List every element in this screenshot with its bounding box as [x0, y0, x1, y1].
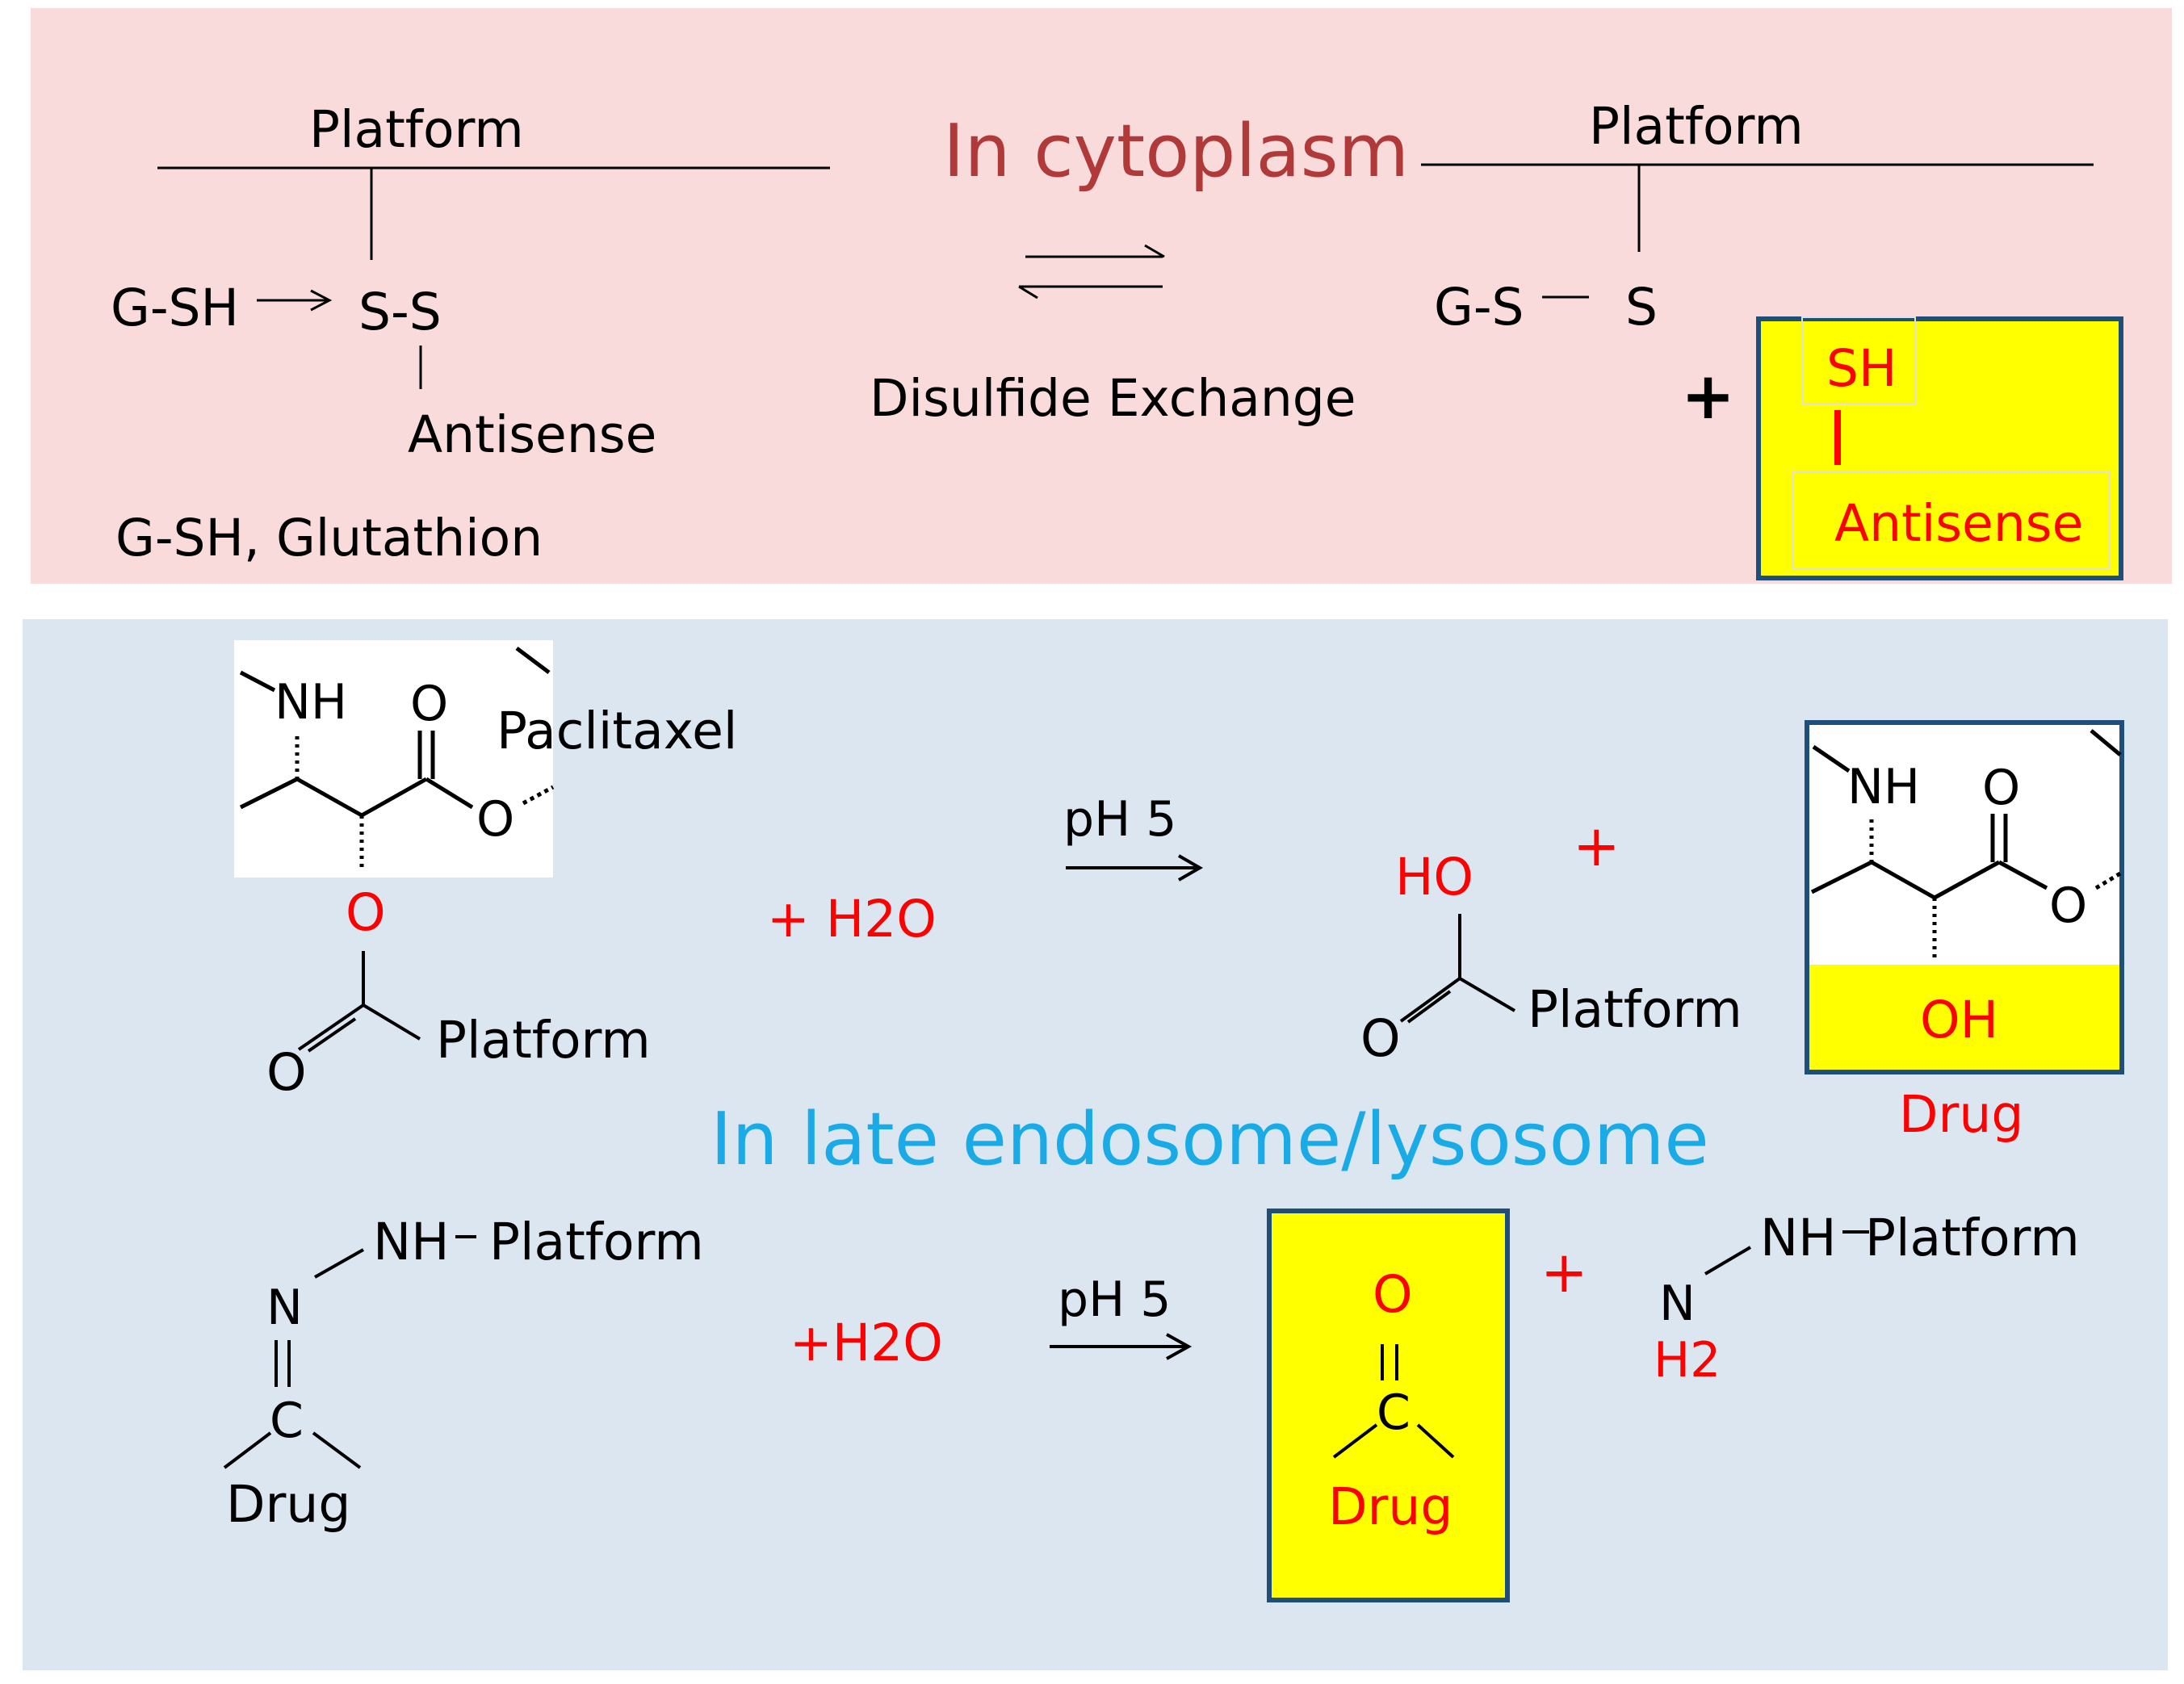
- forward-arrow-head: [1144, 244, 1165, 258]
- bond-nh-tick: [239, 670, 276, 693]
- cytoplasm-title: In cytoplasm: [943, 109, 1409, 194]
- glutathion-note: G-SH, Glutathion: [115, 509, 543, 568]
- sh-frame: [1801, 316, 1916, 404]
- ketone-o: O: [1373, 1265, 1413, 1324]
- gsh-label: G-SH: [111, 279, 239, 337]
- disulfide-exchange-label: Disulfide Exchange: [870, 369, 1356, 428]
- hydrazone-c: C: [270, 1393, 304, 1449]
- bond-chain-1: [296, 777, 363, 818]
- antisense-product-box: [1756, 316, 2123, 580]
- bond-top-right-tick: [515, 647, 551, 674]
- paclitaxel-o-top: O: [410, 676, 448, 732]
- hydrazone-nh: NH: [373, 1213, 450, 1271]
- drug-bond-chain-1: [1870, 860, 1936, 900]
- hydrazine-platform: Platform: [1865, 1209, 2080, 1267]
- paclitaxel-label: Paclitaxel: [497, 702, 737, 760]
- plus-top: +: [1681, 358, 1735, 434]
- bond-acid-c-o-1: [1399, 977, 1461, 1023]
- carbonyl-o: O: [266, 1043, 307, 1102]
- bond-c-o-double-2: [307, 1017, 357, 1053]
- reaction-arrow-2-head: [1166, 1333, 1193, 1360]
- drug-bond-top-right: [2090, 729, 2122, 756]
- acid-o: O: [1360, 1009, 1401, 1068]
- paclitaxel-o-ester: O: [476, 791, 514, 848]
- hydrazine-h2: H2: [1654, 1332, 1721, 1389]
- attack-arrow-head: [310, 289, 333, 312]
- ketone-c-left: [1332, 1423, 1378, 1459]
- drug-nh: NH: [1847, 759, 1920, 815]
- hydrazine-n: N: [1659, 1276, 1696, 1332]
- bond-left-chain: [239, 777, 299, 810]
- s-label: S: [1625, 278, 1658, 337]
- bond-acid-c-o-2: [1406, 990, 1452, 1024]
- ketone-drug: Drug: [1328, 1477, 1453, 1536]
- plus-red-1: +: [1573, 813, 1620, 879]
- hydrazone-drug: Drug: [226, 1475, 350, 1534]
- endosome-title: In late endosome/lysosome: [711, 1097, 1709, 1182]
- drug-o-top: O: [1982, 760, 2020, 816]
- antisense-frame: [1792, 471, 2110, 570]
- hydrazine-nh: NH: [1760, 1209, 1837, 1267]
- paclitaxel-nh: NH: [275, 674, 347, 731]
- bond-c-o-double-1: [297, 1003, 365, 1051]
- condition-ph5-1: pH 5: [1063, 791, 1176, 848]
- drug-bond-chain-2: [1933, 860, 2001, 900]
- drug-bond-left: [1810, 860, 1873, 894]
- drug-oh: OH: [1920, 991, 1998, 1049]
- ester-o-red: O: [346, 883, 386, 942]
- reaction-arrow-1-head: [1178, 854, 1204, 882]
- plus-red-2: +: [1541, 1239, 1588, 1305]
- antisense-label-left: Antisense: [408, 405, 656, 464]
- acid-ho: HO: [1395, 848, 1473, 907]
- hydrazone-platform: Platform: [489, 1213, 704, 1271]
- drug-bond-c-oester: [1997, 860, 2048, 890]
- hydrazone-c-right: [312, 1431, 362, 1469]
- gs-label: G-S: [1434, 278, 1524, 337]
- drug-label-1: Drug: [1899, 1085, 2023, 1144]
- bond-chain-2: [360, 777, 428, 818]
- bond-c-oester: [425, 777, 474, 810]
- paclitaxel-structure-bg: [234, 640, 553, 878]
- reagent-h2o-2: +H2O: [790, 1313, 943, 1372]
- platform-label-left: Platform: [309, 100, 524, 159]
- platform-label-right: Platform: [1589, 97, 1804, 156]
- acid-platform: Platform: [1528, 980, 1742, 1039]
- hydrazone-n-nh-bond: [314, 1248, 364, 1279]
- disulfide-label: S-S: [358, 283, 442, 341]
- condition-ph5-2: pH 5: [1058, 1271, 1171, 1328]
- reagent-h2o-1: + H2O: [767, 890, 937, 949]
- reverse-arrow-head: [1018, 285, 1038, 300]
- bond-oester-tail: [522, 785, 555, 806]
- sh-label: SH: [1826, 339, 1897, 398]
- bond-c-platform: [362, 1003, 421, 1041]
- hydrazone-n: N: [266, 1280, 303, 1336]
- drug-o-ester: O: [2049, 878, 2087, 934]
- drug-bond-nh-tick: [1812, 744, 1851, 773]
- hydrazine-n-nh-bond: [1704, 1246, 1752, 1276]
- bond-acid-platform: [1458, 977, 1516, 1012]
- drug-oh-yellow: [1809, 965, 2119, 1070]
- hydrazone-c-left: [223, 1431, 272, 1469]
- antisense-label-right: Antisense: [1834, 494, 2083, 553]
- ketone-product-box: [1267, 1209, 1510, 1602]
- ketone-c-right: [1416, 1423, 1455, 1459]
- ester-platform: Platform: [436, 1011, 651, 1070]
- ketone-c: C: [1377, 1384, 1411, 1441]
